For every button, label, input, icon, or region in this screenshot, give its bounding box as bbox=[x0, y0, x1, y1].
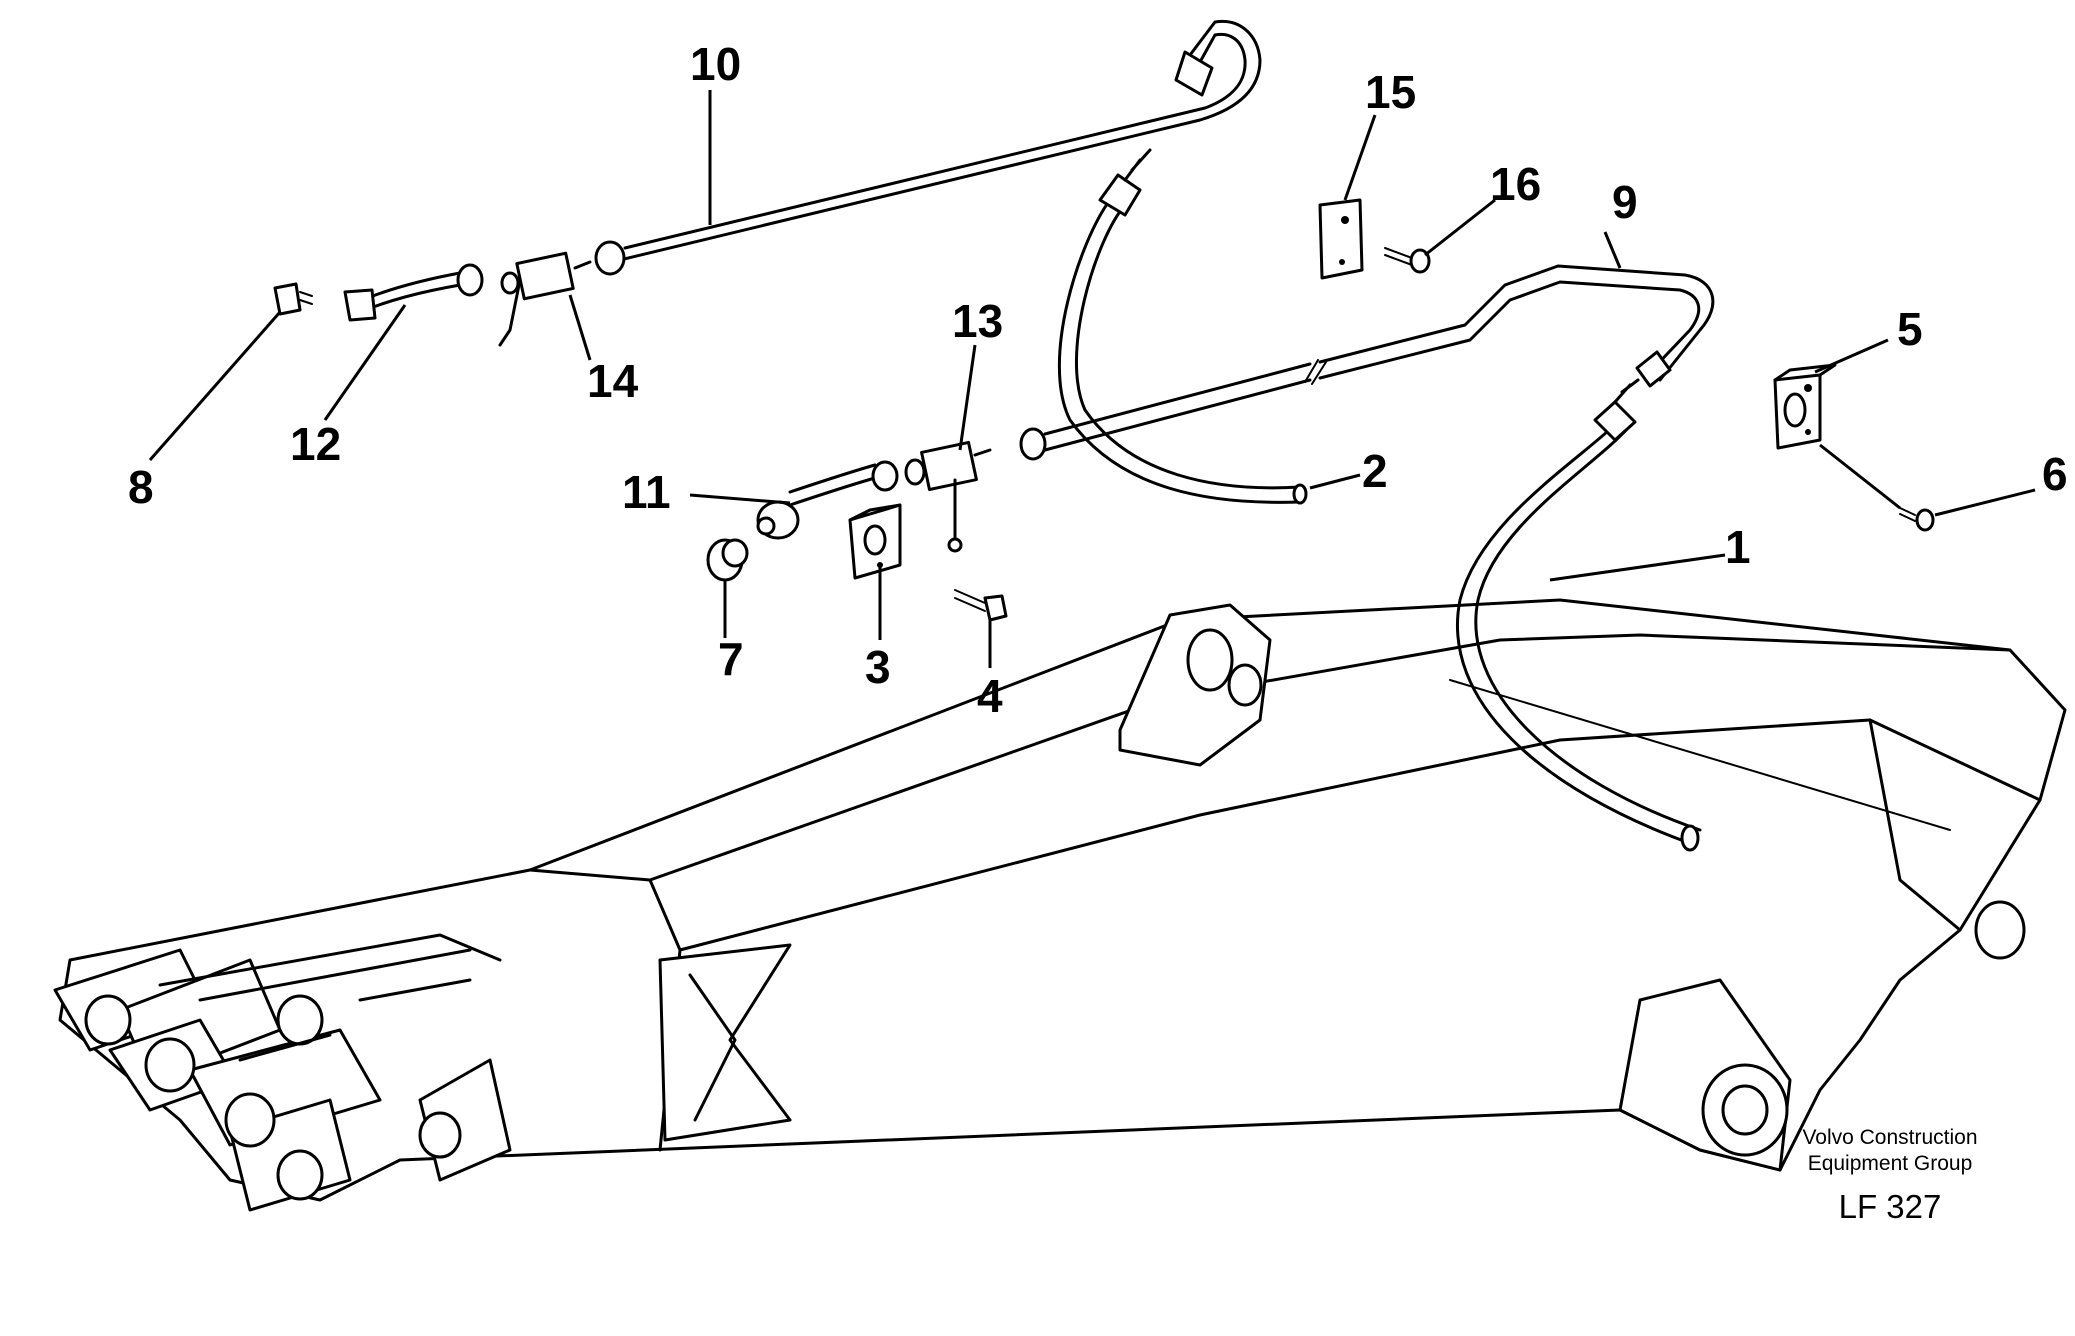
leader-11 bbox=[689, 493, 791, 505]
side-boss-hole bbox=[418, 1111, 462, 1159]
leader-15 bbox=[1343, 114, 1377, 201]
clamp-3 bbox=[848, 503, 902, 580]
callout-12: 12 bbox=[290, 418, 341, 470]
callout-10: 10 bbox=[690, 38, 741, 90]
reinforcement-plate-edge bbox=[688, 973, 737, 1122]
callout-11: 11 bbox=[622, 466, 671, 518]
callout-labels: 1 2 3 4 5 6 7 8 9 10 11 12 13 14 15 16 bbox=[128, 38, 2068, 722]
credit-block: Volvo Construction Equipment Group LF 32… bbox=[1802, 1126, 1977, 1225]
callout-6: 6 bbox=[2042, 448, 2068, 500]
callout-14: 14 bbox=[587, 355, 639, 407]
callout-2: 2 bbox=[1362, 445, 1388, 497]
hose-12 bbox=[343, 263, 484, 322]
callout-5: 5 bbox=[1897, 303, 1923, 355]
callout-15: 15 bbox=[1365, 66, 1416, 118]
credit-line-2: Equipment Group bbox=[1808, 1152, 1973, 1175]
leader-lines bbox=[148, 90, 2036, 668]
hose-2 bbox=[1057, 148, 1308, 505]
leader-2 bbox=[1309, 473, 1361, 490]
leader-5 bbox=[1814, 338, 1889, 374]
leader-8 bbox=[148, 311, 282, 461]
pipe-10 bbox=[594, 19, 1262, 276]
valve-assembly-14 bbox=[498, 251, 592, 347]
hose-1 bbox=[1455, 378, 1702, 852]
callout-16: 16 bbox=[1490, 158, 1541, 210]
leader-6 bbox=[1934, 488, 2036, 517]
callout-1: 1 bbox=[1725, 521, 1751, 573]
rear-pin-hole-inner bbox=[1721, 1084, 1769, 1136]
leader-1 bbox=[1549, 553, 1726, 582]
cylinder-mount-bracket bbox=[1118, 603, 1272, 767]
leader-16 bbox=[1424, 198, 1496, 257]
reinforcement-plate bbox=[658, 943, 792, 1142]
leader-12 bbox=[323, 304, 407, 421]
screw-6 bbox=[1899, 507, 1935, 532]
callout-13: 13 bbox=[952, 295, 1003, 347]
hose-11 bbox=[756, 460, 899, 540]
bracket-boss bbox=[1186, 628, 1234, 692]
callout-7: 7 bbox=[718, 633, 744, 685]
credit-line-1: Volvo Construction bbox=[1802, 1126, 1977, 1149]
leader-13 bbox=[958, 344, 977, 451]
pipe-9 bbox=[1019, 264, 1715, 461]
screw-16 bbox=[1384, 247, 1431, 274]
screw-4 bbox=[954, 589, 1008, 622]
boom-center-line bbox=[1449, 679, 1951, 831]
callout-4: 4 bbox=[977, 670, 1003, 722]
valve-assembly-13 bbox=[904, 440, 992, 553]
leader-14 bbox=[568, 294, 592, 361]
document-id: LF 327 bbox=[1839, 1188, 1942, 1225]
callout-3: 3 bbox=[865, 641, 891, 693]
boom bbox=[53, 598, 2067, 1212]
callout-8: 8 bbox=[128, 461, 154, 513]
boom-body bbox=[58, 598, 2067, 1202]
boom-end-hole bbox=[1974, 900, 2026, 960]
leader-5-screw bbox=[1819, 443, 1901, 510]
clamp-5 bbox=[1773, 363, 1837, 450]
leader-9 bbox=[1603, 231, 1622, 269]
cap-7 bbox=[706, 538, 749, 582]
bracket-hole bbox=[1227, 663, 1263, 707]
plug-8 bbox=[273, 282, 313, 316]
boom-front-clevis bbox=[53, 933, 502, 1212]
boom-top-edge bbox=[528, 633, 2012, 882]
clamp-15 bbox=[1318, 198, 1364, 280]
callout-9: 9 bbox=[1612, 176, 1638, 228]
boom-side-edge bbox=[648, 718, 2042, 952]
